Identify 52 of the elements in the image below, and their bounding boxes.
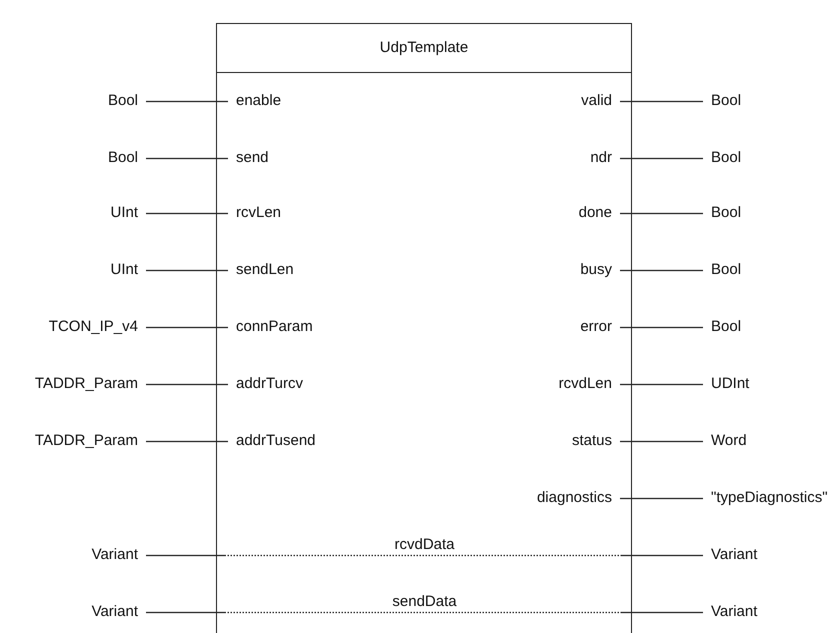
pin-name: diagnostics xyxy=(528,489,620,507)
data-type-label: Variant xyxy=(703,603,766,621)
connection-line xyxy=(146,554,703,556)
pin-name: error xyxy=(572,318,620,336)
connection-line xyxy=(146,212,228,214)
data-type-label: Variant xyxy=(84,546,146,564)
data-type-label: Word xyxy=(703,432,755,450)
pin-name: connParam xyxy=(228,318,321,336)
connection-line xyxy=(146,326,228,328)
connection-line xyxy=(146,158,228,160)
pin-name: rcvLen xyxy=(228,204,290,222)
pin-name: rcvdLen xyxy=(550,375,620,393)
data-type-label: Bool xyxy=(703,204,750,222)
connection-line xyxy=(620,158,703,160)
data-type-label: Bool xyxy=(703,92,750,110)
connection-line xyxy=(620,384,703,386)
data-type-label: UDInt xyxy=(703,375,758,393)
data-type-label: "typeDiagnostics" xyxy=(703,489,836,507)
pin-name: addrTurcv xyxy=(228,375,311,393)
pin-name: enable xyxy=(228,92,290,110)
data-type-label: Variant xyxy=(84,603,146,621)
data-type-label: Bool xyxy=(703,318,750,336)
pin-name: busy xyxy=(572,261,620,279)
connection-line xyxy=(146,440,228,442)
pin-name: ndr xyxy=(582,149,620,167)
connection-line xyxy=(620,498,703,500)
data-type-label: Bool xyxy=(100,149,146,167)
data-type-label: Bool xyxy=(100,92,146,110)
data-type-label: UInt xyxy=(102,261,146,279)
pin-name: sendLen xyxy=(228,261,302,279)
data-type-label: Bool xyxy=(703,261,750,279)
connection-line xyxy=(620,100,703,102)
data-type-label: TADDR_Param xyxy=(26,375,146,393)
data-type-label: Bool xyxy=(703,149,750,167)
connection-line xyxy=(620,270,703,272)
pin-name: addrTusend xyxy=(228,432,324,450)
data-type-label: Variant xyxy=(703,546,766,564)
block-title: UdpTemplate xyxy=(217,24,631,73)
data-type-label: TADDR_Param xyxy=(26,432,146,450)
connection-line xyxy=(620,326,703,328)
pin-name: status xyxy=(564,432,620,450)
connection-line xyxy=(146,384,228,386)
data-type-label: TCON_IP_v4 xyxy=(40,318,146,336)
pin-name: done xyxy=(570,204,620,222)
connection-line xyxy=(620,440,703,442)
connection-line xyxy=(146,612,703,614)
pin-name: send xyxy=(228,149,277,167)
pin-name: valid xyxy=(573,92,620,110)
connection-line xyxy=(620,212,703,214)
connection-line xyxy=(146,100,228,102)
data-type-label: UInt xyxy=(102,204,146,222)
connection-line xyxy=(146,270,228,272)
